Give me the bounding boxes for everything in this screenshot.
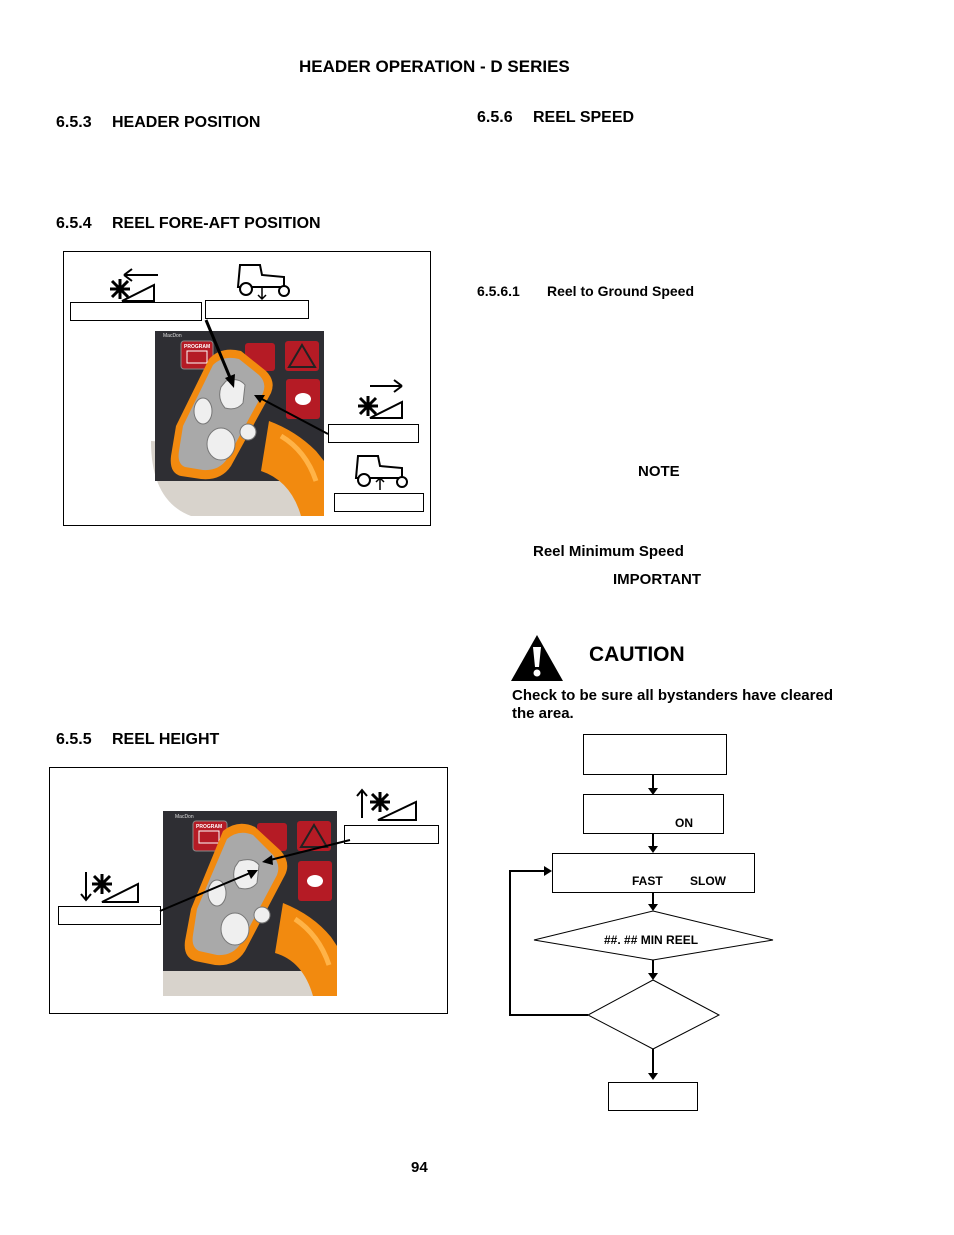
reel-down-icon [78,868,140,904]
header-raise-icon [352,452,410,492]
reel-speed-flowchart: ON FAST SLOW ##. ## MIN REEL [505,733,780,1113]
page-title: HEADER OPERATION - D SERIES [299,57,570,76]
flow-fast-text: FAST [632,874,663,888]
section-title: Reel to Ground Speed [547,283,695,299]
panel-program-text: PROGRAM [196,824,222,830]
panel-logo-text: MacDon [175,814,194,820]
flow-on-text: ON [675,816,693,830]
section-title: REEL HEIGHT [112,731,220,748]
control-handle-photo: MacDon PROGRAM [163,811,337,996]
section-number: 6.5.6.1 [477,283,520,299]
important-heading: IMPORTANT [613,571,702,588]
page-number: 94 [411,1159,428,1176]
section-title: REEL SPEED [533,109,635,126]
section-6-5-5-heading: 6.5.5 REEL HEIGHT [56,731,219,749]
section-number: 6.5.5 [56,731,92,748]
reel-up-icon [354,776,420,822]
reel-fore-aft-figure: MacDon PROGRAM [63,251,431,526]
panel-logo-text: MacDon [163,333,182,339]
warning-triangle-icon [509,633,565,683]
flow-step-2: ON [583,794,724,834]
flow-step-3: FAST SLOW [552,853,755,893]
panel-program-text: PROGRAM [184,344,210,350]
label-box [344,825,439,844]
flow-end [608,1082,698,1111]
label-box [58,906,161,925]
callout-arrows [204,319,329,435]
section-title: HEADER POSITION [112,114,261,131]
label-box [70,302,202,321]
section-title: REEL FORE-AFT POSITION [112,215,321,232]
reel-height-figure: MacDon PROGRAM [49,767,448,1014]
caution-title: CAUTION [589,643,685,666]
section-6-5-4-heading: 6.5.4 REEL FORE-AFT POSITION [56,215,321,233]
section-number: 6.5.3 [56,114,92,131]
reel-minimum-speed-text: Reel Minimum Speed [533,543,684,560]
section-number: 6.5.4 [56,215,92,232]
section-6-5-3-heading: 6.5.3 HEADER POSITION [56,114,260,132]
flowchart-connectors [509,775,774,1080]
label-box [328,424,419,443]
flow-step-1 [583,734,727,775]
label-box [205,300,309,319]
reel-aft-icon [108,261,160,303]
flow-min-reel-text: ##. ## MIN REEL [604,933,699,947]
callout-arrows [159,839,351,912]
label-box [334,493,424,512]
section-6-5-6-heading: 6.5.6 REEL SPEED [477,109,634,127]
flow-slow-text: SLOW [690,874,726,888]
control-handle-photo: MacDon PROGRAM [151,331,324,516]
header-lower-icon [234,261,292,301]
reel-fore-icon [356,378,408,420]
caution-text: Check to be sure all bystanders have cle… [512,687,833,722]
note-heading: NOTE [638,463,680,480]
section-6-5-6-1-heading: 6.5.6.1 Reel to Ground Speed [477,283,694,299]
section-number: 6.5.6 [477,109,513,126]
